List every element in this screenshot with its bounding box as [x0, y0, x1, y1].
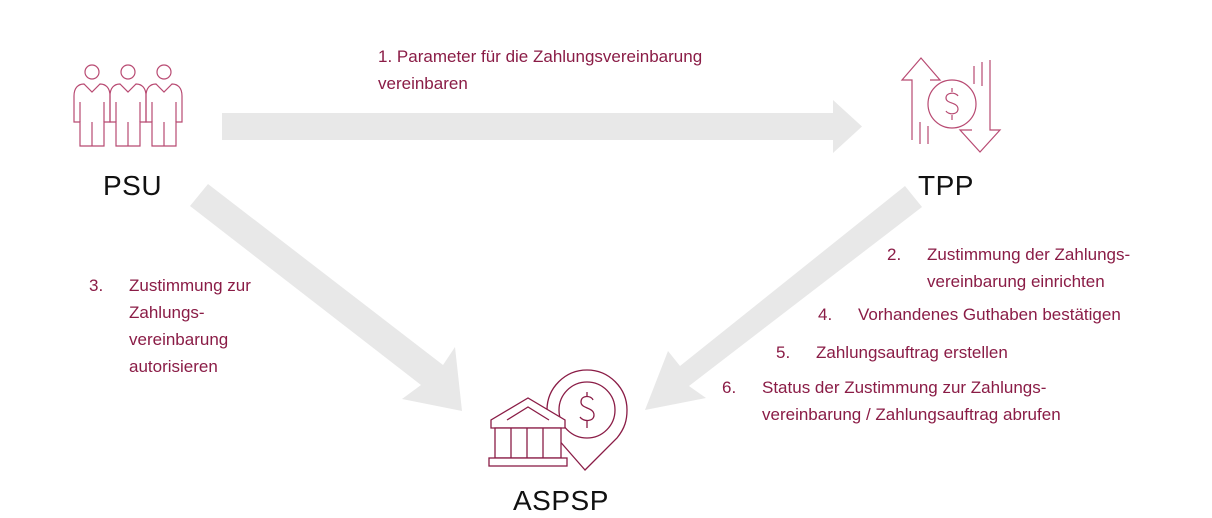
- step-1-line-2: vereinbaren: [378, 74, 468, 93]
- step-3-number: 3.: [89, 276, 104, 295]
- money-exchange-icon: [900, 57, 1002, 153]
- step-5-number: 5.: [776, 343, 791, 362]
- step-4-label: 4. Vorhandenes Guthaben bestätigen: [818, 301, 1121, 328]
- step-5-line-1: Zahlungsauftrag erstellen: [816, 343, 1008, 362]
- step-2-line-1: Zustimmung der Zahlungs-: [927, 245, 1131, 264]
- step-3-label: 3. Zustimmung zur Zahlungs- vereinbarung…: [89, 272, 251, 380]
- step-3-line-4: autorisieren: [129, 357, 218, 376]
- step-6-number: 6.: [722, 378, 737, 397]
- step-2-line-2: vereinbarung einrichten: [927, 272, 1105, 291]
- step-5-label: 5. Zahlungsauftrag erstellen: [776, 339, 1008, 366]
- arrow-psu-to-aspsp: [190, 184, 462, 411]
- bank-location-icon: [488, 369, 628, 471]
- step-6-line-1: Status der Zustimmung zur Zahlungs-: [762, 378, 1047, 397]
- step-1-label: 1. Parameter für die Zahlungsvereinbarun…: [378, 43, 702, 97]
- step-3-line-3: vereinbarung: [129, 330, 229, 349]
- step-4-line-1: Vorhandenes Guthaben bestätigen: [858, 305, 1121, 324]
- actor-label-tpp: TPP: [918, 170, 974, 201]
- step-2-number: 2.: [887, 245, 902, 264]
- actor-label-aspsp: ASPSP: [513, 485, 609, 516]
- step-2-label: 2. Zustimmung der Zahlungs- vereinbarung…: [887, 241, 1130, 295]
- step-4-number: 4.: [818, 305, 833, 324]
- people-group-icon: [73, 64, 183, 147]
- actor-label-psu: PSU: [103, 170, 163, 201]
- arrow-tpp-to-aspsp: [645, 186, 922, 410]
- arrow-psu-to-tpp: [222, 100, 862, 153]
- step-1-line-1: Parameter für die Zahlungsvereinbarung: [396, 47, 703, 66]
- step-6-label: 6. Status der Zustimmung zur Zahlungs- v…: [722, 374, 1061, 428]
- step-1-number: 1.: [378, 47, 393, 66]
- step-6-line-2: vereinbarung / Zahlungsauftrag abrufen: [762, 405, 1061, 424]
- step-3-line-2: Zahlungs-: [129, 303, 205, 322]
- step-3-line-1: Zustimmung zur: [129, 276, 251, 295]
